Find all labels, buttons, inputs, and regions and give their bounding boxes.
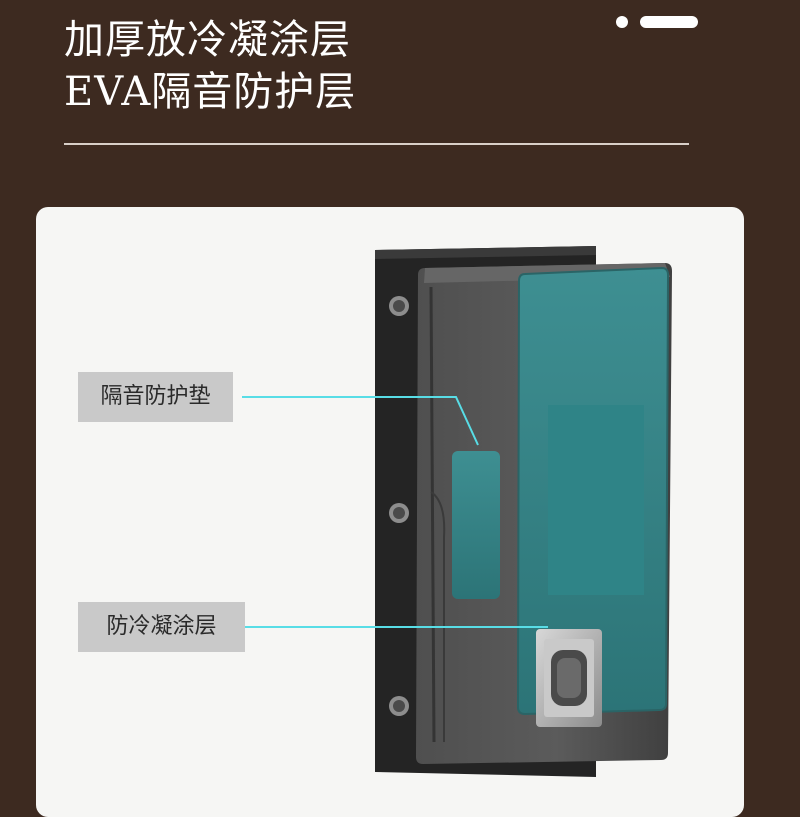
header-divider bbox=[64, 143, 689, 145]
teal-front-layer bbox=[516, 266, 670, 716]
carousel-dot-indicator bbox=[616, 16, 628, 28]
carousel-active-indicator bbox=[640, 16, 698, 28]
product-illustration bbox=[240, 246, 672, 777]
headline-line-2: EVA隔音防护层 bbox=[64, 69, 357, 115]
screw-holes bbox=[389, 296, 409, 716]
callout-label-anti-condensation: 防冷凝涂层 bbox=[78, 602, 245, 652]
teal-side-pad bbox=[452, 451, 500, 599]
callout-label-sound-pad: 隔音防护垫 bbox=[78, 372, 233, 422]
product-panel: 隔音防护垫 防冷凝涂层 bbox=[36, 207, 744, 817]
leader-line-1 bbox=[242, 396, 479, 446]
air-outlet-port bbox=[536, 629, 602, 727]
headline-line-1: 加厚放冷凝涂层 bbox=[64, 17, 351, 63]
